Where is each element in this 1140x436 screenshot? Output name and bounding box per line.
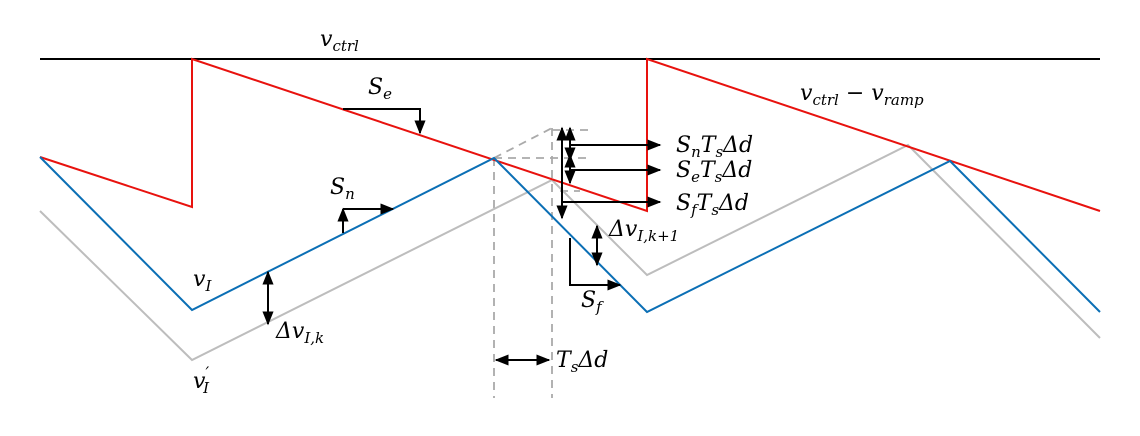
sn-ts-label: SnTsΔd xyxy=(676,133,753,161)
sf-label: Sf xyxy=(581,288,604,316)
sn-label: Sn xyxy=(330,175,355,203)
measure-arrows xyxy=(262,126,662,366)
ramp-label: vctrl − vramp xyxy=(800,81,924,109)
vi-label: vI xyxy=(193,267,212,295)
vctrl-label: vctrl xyxy=(320,27,359,55)
slope-arrows xyxy=(337,108,622,291)
dvik1-label: ΔvI,k+1 xyxy=(608,217,679,245)
sf-slope-arrow xyxy=(569,238,622,291)
current-waveform xyxy=(39,156,1101,314)
se-ts-label: SeTsΔd xyxy=(676,158,752,186)
dvik-label: ΔvI,k xyxy=(275,319,324,347)
vi-prime-label: v′I xyxy=(193,363,210,397)
sf-ts-label: SfTsΔd xyxy=(676,191,749,219)
tsdd-label: TsΔd xyxy=(556,348,608,376)
se-slope-arrow xyxy=(343,108,426,135)
se-label: Se xyxy=(368,75,392,103)
ramp-waveform xyxy=(39,57,1101,213)
